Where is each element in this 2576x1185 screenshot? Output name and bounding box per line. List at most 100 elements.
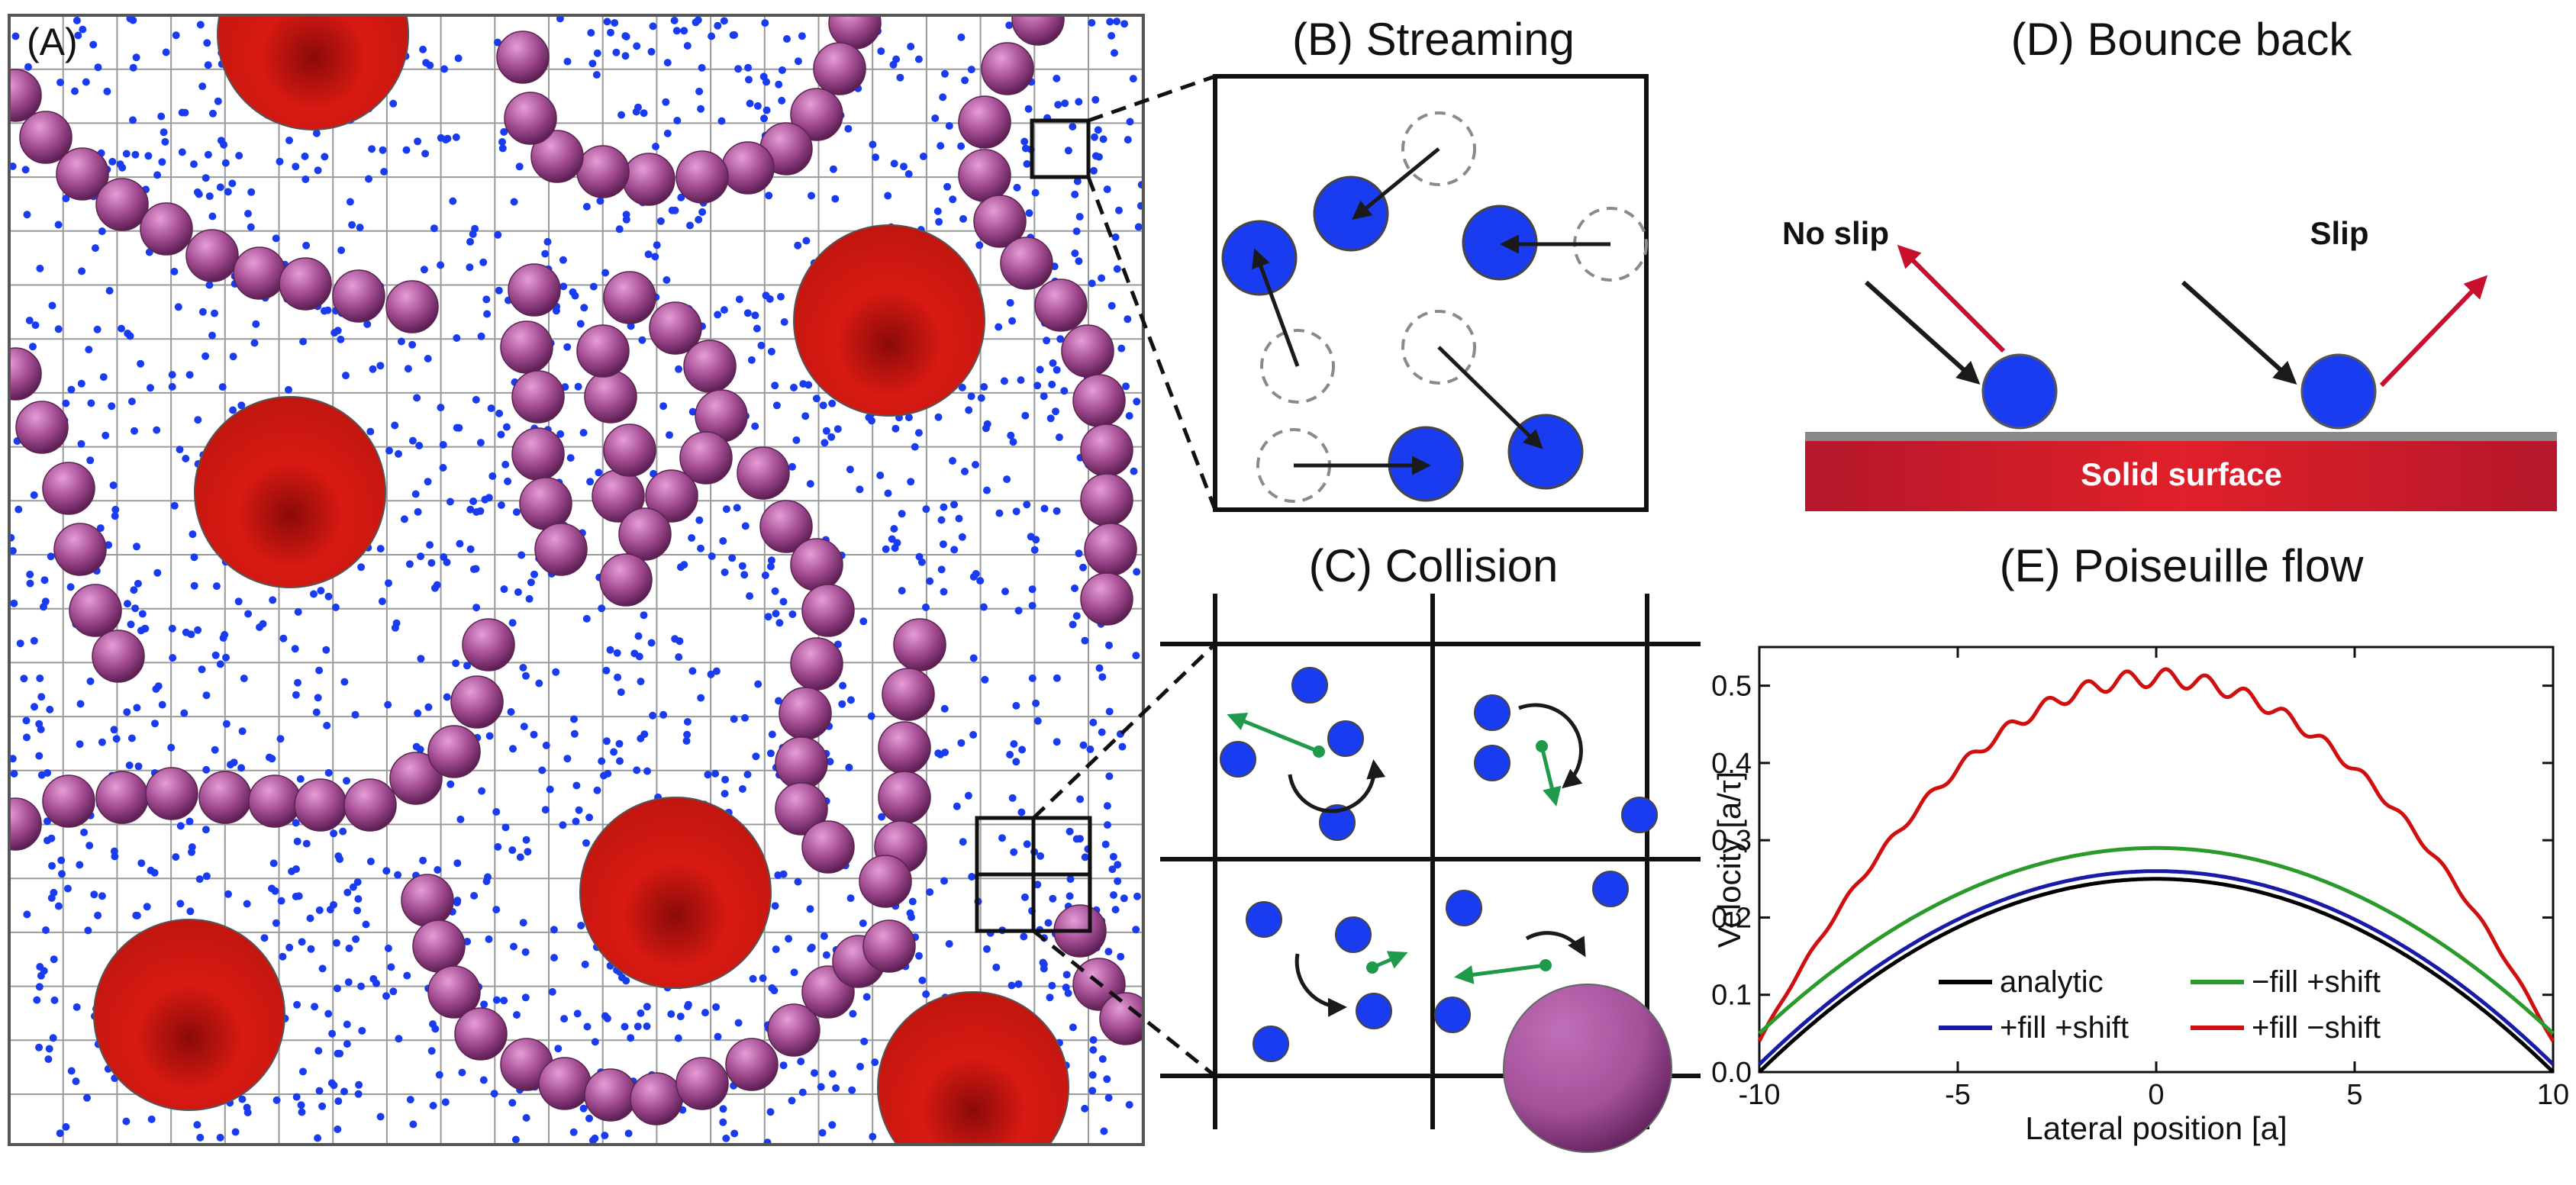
solvent-dot: [382, 867, 391, 875]
solvent-dot: [358, 1026, 366, 1035]
solvent-dot: [138, 610, 147, 618]
solvent-dot: [1111, 49, 1118, 57]
solvent-dot: [538, 766, 546, 774]
solvent-dot: [774, 871, 782, 879]
solvent-dot: [653, 241, 661, 250]
solvent-dot: [49, 1034, 57, 1042]
solvent-dot: [131, 150, 140, 159]
solvent-dot: [579, 429, 588, 437]
solvent-dot: [456, 815, 465, 823]
solvent-dot: [513, 1011, 521, 1019]
polymer-bead: [981, 42, 1034, 95]
solvent-dot: [790, 383, 798, 391]
solvent-dot: [30, 491, 38, 499]
solvent-dot: [651, 253, 659, 261]
polymer-bead: [332, 269, 385, 323]
solvent-dot: [84, 926, 92, 935]
solvent-dot: [247, 188, 256, 196]
polymer-bead: [508, 263, 561, 317]
solvent-dot: [772, 610, 780, 618]
solvent-dot: [1118, 742, 1127, 751]
solvent-dot: [500, 585, 508, 594]
solvent-dot: [953, 802, 961, 810]
solvent-dot: [321, 153, 329, 161]
solvent-dot: [1075, 98, 1083, 106]
solvent-dot: [1088, 1071, 1097, 1079]
solvent-dot: [127, 398, 136, 406]
solvent-dot: [969, 654, 978, 662]
solvent-dot: [216, 183, 224, 192]
solvent-dot: [293, 837, 301, 845]
solvent-dot: [1120, 894, 1128, 903]
solvent-dot: [470, 891, 479, 900]
solvent-dot: [530, 570, 538, 578]
solvent-dot: [569, 1128, 578, 1136]
solvent-dot: [728, 554, 737, 562]
solvent-dot: [277, 897, 285, 905]
solvent-dot: [1099, 135, 1107, 143]
solvent-dot: [1040, 392, 1048, 401]
solvent-dot: [688, 534, 696, 542]
solvent-dot: [698, 208, 707, 216]
solvent-dot: [652, 143, 659, 150]
solvent-dot: [606, 646, 614, 654]
solvent-dot: [494, 230, 502, 239]
solvent-dot: [356, 224, 364, 232]
polymer-bead: [775, 736, 828, 790]
solvent-dot: [1072, 227, 1081, 236]
solvent-dot: [48, 301, 56, 310]
solvent-dot: [1098, 728, 1106, 736]
solvent-dot: [1125, 412, 1133, 420]
solvent-dot: [35, 983, 44, 991]
solvent-dot: [47, 552, 55, 561]
solvent-dot: [339, 827, 347, 836]
solvent-dot: [684, 1003, 692, 1010]
solid-surface-label: Solid surface: [2081, 456, 2282, 492]
solvent-dot: [369, 974, 378, 983]
solvent-dot: [833, 425, 842, 433]
solvent-dot: [596, 197, 605, 205]
solvent-dot: [158, 700, 166, 709]
solvent-dot: [352, 935, 360, 943]
polymer-bead: [862, 919, 916, 973]
solvent-dot: [846, 696, 855, 704]
solvent-dot: [668, 206, 676, 214]
solvent-dot: [1046, 993, 1054, 1002]
solvent-dot: [1098, 1055, 1107, 1063]
solvent-dot: [1021, 144, 1030, 153]
solvent-dot: [766, 1108, 775, 1116]
solvent-dot: [50, 996, 59, 1004]
solvent-dot: [972, 461, 979, 469]
solvent-dot: [1021, 411, 1030, 420]
solvent-dot: [87, 399, 95, 407]
y-tick-label: 0.0: [1711, 1057, 1752, 1089]
solvent-dot: [334, 1125, 342, 1133]
polymer-bead: [511, 370, 565, 423]
solvent-particle: [1253, 1026, 1289, 1062]
solvent-dot: [1105, 707, 1114, 716]
solvent-dot: [969, 573, 978, 581]
polymer-bead: [56, 147, 109, 201]
solvent-dot: [1023, 159, 1031, 168]
polymer-bead: [576, 145, 630, 198]
solvent-dot: [131, 604, 140, 613]
solvent-dot: [501, 460, 510, 469]
solvent-dot: [202, 826, 210, 834]
solvent-dot: [74, 31, 82, 40]
solvent-dot: [1020, 137, 1029, 146]
solvent-dot: [1037, 852, 1045, 860]
solvent-dot: [1072, 612, 1081, 620]
solvent-dot: [585, 813, 594, 822]
solvent-dot: [613, 649, 621, 657]
solvent-dot: [738, 562, 746, 570]
solvent-dot: [151, 720, 159, 728]
solvent-dot: [1120, 20, 1129, 28]
solvent-dot: [959, 214, 967, 223]
solvent-dot: [798, 32, 806, 40]
panel-a-border: [8, 14, 1145, 1146]
solvent-dot: [647, 639, 656, 647]
solvent-dot: [828, 1070, 837, 1078]
solvent-dot: [1100, 1127, 1108, 1135]
solvent-dot: [348, 221, 356, 229]
solvent-dot: [439, 464, 447, 472]
